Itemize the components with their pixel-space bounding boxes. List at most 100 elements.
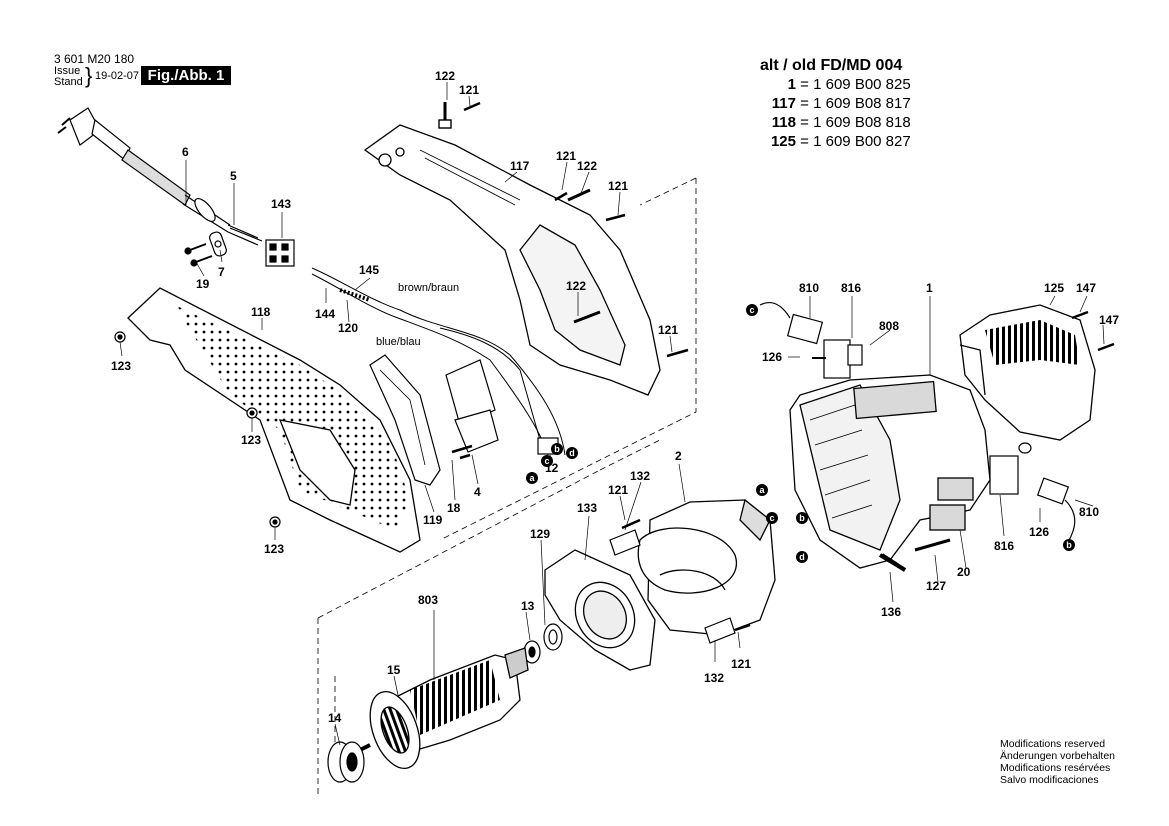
part-label: 121 [556,149,576,163]
cover-119 [369,354,441,486]
modification-line: Modifications resérvées [1000,762,1111,774]
replacement-part: 1 609 B00 827 [813,133,911,150]
part-label: 143 [271,197,291,211]
replacement-item: 117 [771,95,796,112]
part-label: 147 [1099,313,1119,327]
motor-housing [789,374,991,572]
part-label: 126 [762,350,782,364]
handle-half-117 [363,124,661,396]
modification-line: Modifications reserved [1000,738,1106,750]
replacement-table: alt / old FD/MD 004 1 = 1 609 B00 825 11… [760,56,911,151]
connector-letter: d [799,552,805,562]
part-label: 20 [957,565,971,579]
part-label: 4 [474,485,481,499]
connector-badge: b [796,512,808,524]
replacement-eq: = [800,133,809,150]
part-label: 816 [841,281,861,295]
connector-letter: c [769,513,774,523]
connector-letter: c [749,305,754,315]
connector-letter: b [1066,540,1072,550]
part-label: 1 [926,281,933,295]
part-label: 14 [328,711,342,725]
part-label: 121 [608,179,628,193]
replacement-eq: = [800,76,809,93]
stand-label: Stand [54,76,83,88]
part-label: 15 [387,663,401,677]
replacement-part: 1 609 B00 825 [813,76,911,93]
part-label: 19 [196,277,210,291]
part-label: 123 [264,542,284,556]
part-label: 6 [182,145,189,159]
replacement-eq: = [800,114,809,131]
part-label: 123 [241,433,261,447]
connector-letter: c [544,456,549,466]
part-label: 119 [423,513,443,527]
part-label: 144 [315,307,335,321]
part-label: 118 [251,305,271,319]
connector-badge: c [766,512,778,524]
connector-letter: a [759,485,765,495]
modifications-note: Modifications reserved Änderungen vorbeh… [1000,738,1115,786]
part-label: 122 [577,159,597,173]
part-label: 129 [530,527,550,541]
nuts-123 [114,331,281,528]
part-label: 808 [879,319,899,333]
modification-line: Salvo modificaciones [1000,774,1099,786]
field-coil-2 [637,498,776,636]
part-label: 147 [1076,281,1096,295]
handle-half-118 [127,287,421,553]
document-code: 3 601 M20 180 [54,52,135,66]
brush-assembly-left [759,302,863,379]
issue-stand-labels: Issue Stand [54,66,83,88]
replacement-row: 117 = 1 609 B08 817 [760,94,911,113]
wire-label-brown: brown/braun [398,282,459,294]
replacement-row: 1 = 1 609 B00 825 [760,75,911,94]
switch-4 [445,359,559,460]
wire-harness [311,267,566,456]
part-label: 132 [630,469,650,483]
pin-136 [880,553,907,572]
connector-letter: d [569,448,575,458]
part-label: 126 [1029,525,1049,539]
screws-upper [438,101,689,358]
bearing-14 [327,741,365,783]
screws-147 [1071,310,1115,352]
issue-date: 19-02-07 [95,70,140,82]
modification-line: Änderungen vorbehalten [1000,750,1116,762]
power-cord [57,107,263,246]
brace-glyph: } [85,63,93,88]
part-label: 133 [577,501,597,515]
connector-letter: a [529,473,535,483]
connector-badge: a [526,472,538,484]
part-label: 18 [447,501,461,515]
wire-labels: brown/braun blue/blau [376,282,459,348]
part-label: 5 [230,169,237,183]
part-label: 816 [994,539,1014,553]
part-label: 13 [521,599,535,613]
part-label: 810 [799,281,819,295]
part-label: 121 [459,83,479,97]
part-label: 125 [1044,281,1064,295]
cord-clamp [184,231,227,267]
part-label: 127 [926,579,946,593]
connector-letter: b [799,513,805,523]
replacement-row: 125 = 1 609 B00 827 [760,132,911,151]
part-label: 132 [704,671,724,685]
brush-holders-132 [609,518,751,644]
connector-letter: b [554,444,560,454]
fan-cover-125 [959,304,1096,441]
part-label: 136 [881,605,901,619]
brush-assembly-right [989,442,1076,543]
part-label: 2 [675,449,682,463]
replacement-item: 1 [787,76,796,93]
connector-badge: a [756,484,768,496]
connector-badge: b [551,443,563,455]
baffle-133 [544,549,656,671]
connector-badge: d [566,447,578,459]
part-label: 145 [359,263,379,277]
issue-label: Issue [54,65,81,77]
replacement-row: 118 = 1 609 B08 818 [760,113,911,132]
leader-lines [119,82,1105,746]
part-label: 803 [418,593,438,607]
replacement-title: alt / old FD/MD 004 [760,57,903,74]
